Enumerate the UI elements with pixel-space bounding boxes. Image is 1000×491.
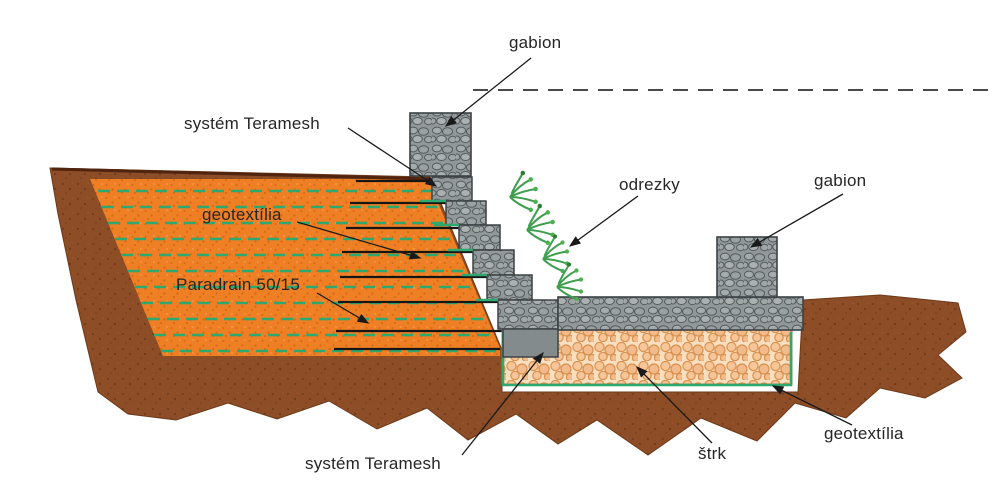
gabion-mattress [557, 296, 804, 331]
leader-lines [296, 57, 853, 456]
leader-paradrain [316, 292, 370, 324]
label-gabion-right: gabion [814, 171, 867, 190]
leader-gabion-right [749, 193, 844, 248]
leader-geotextilia-bottom [771, 385, 853, 426]
geotextile-wrap [501, 332, 793, 387]
ground-surface-edge [51, 167, 431, 181]
label-paradrain: Paradrain 50/15 [176, 275, 300, 294]
leader-geotextilia [296, 221, 422, 260]
label-strk: štrk [698, 444, 727, 463]
paradrain-strip-lines [334, 179, 503, 351]
gabion-right-block [716, 236, 778, 298]
step-geotextile-wraps [420, 199, 498, 302]
label-gabion-top: gabion [509, 33, 562, 52]
leader-system-teramesh [347, 127, 438, 187]
label-system-teramesh-bottom: systém Teramesh [305, 454, 441, 473]
label-geotextilia: geotextília [202, 205, 282, 224]
leader-system-teramesh-bottom [461, 351, 544, 456]
leader-strk [636, 366, 713, 444]
reinforcement-layers [98, 179, 503, 353]
label-geotextilia-bottom: geotextília [824, 424, 904, 443]
leader-gabion-top [444, 57, 532, 127]
gabion-top-block [409, 112, 472, 177]
teramesh-steps [431, 176, 559, 358]
label-odrezky: odrezky [619, 175, 680, 194]
label-system-teramesh: systém Teramesh [184, 114, 320, 133]
leader-odrezky [568, 195, 639, 247]
teramesh-base-unit [502, 328, 559, 358]
